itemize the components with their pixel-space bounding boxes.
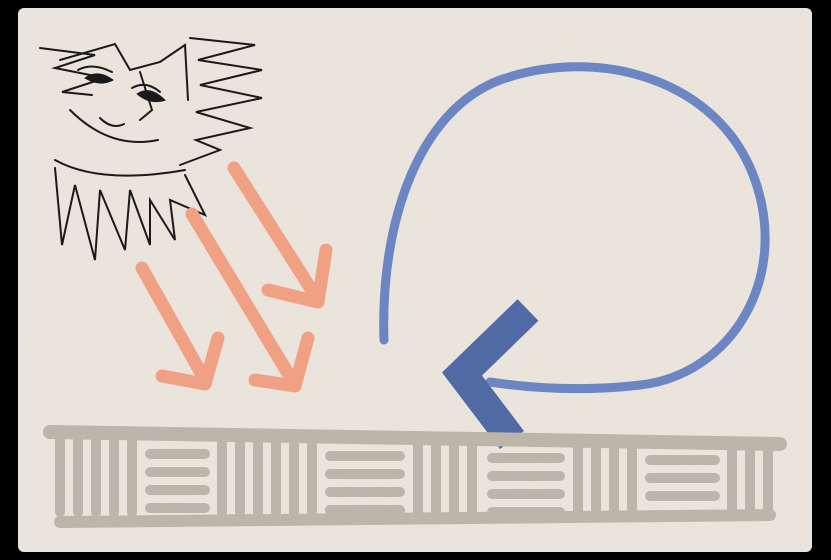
photo-frame: [0, 0, 831, 560]
sketch-canvas: [0, 0, 831, 560]
